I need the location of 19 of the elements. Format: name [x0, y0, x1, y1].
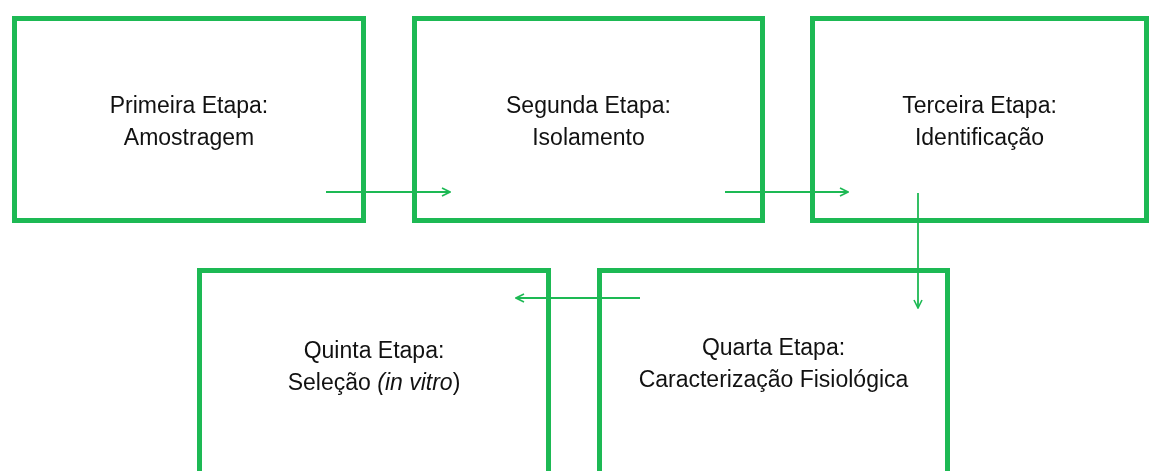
step-name: Amostragem	[122, 123, 256, 152]
step-box	[197, 268, 551, 471]
step-title: Quarta Etapa:	[700, 333, 847, 362]
step-box	[412, 16, 765, 223]
arrow	[724, 187, 849, 197]
step-box	[597, 268, 950, 471]
step-name: Isolamento	[531, 123, 646, 152]
step-title: Segunda Etapa:	[505, 91, 672, 120]
step-title: Primeira Etapa:	[108, 91, 270, 120]
step-box	[810, 16, 1149, 223]
step-name: Caracterização Fisiológica	[637, 365, 910, 394]
step-title: Terceira Etapa:	[901, 91, 1058, 120]
step-name: Seleção (in vitro)	[286, 368, 462, 397]
step-name: Identificação	[913, 123, 1046, 152]
step-box	[12, 16, 366, 223]
arrow	[515, 293, 641, 303]
arrow	[325, 187, 451, 197]
arrow	[913, 192, 923, 309]
step-title: Quinta Etapa:	[302, 336, 446, 365]
